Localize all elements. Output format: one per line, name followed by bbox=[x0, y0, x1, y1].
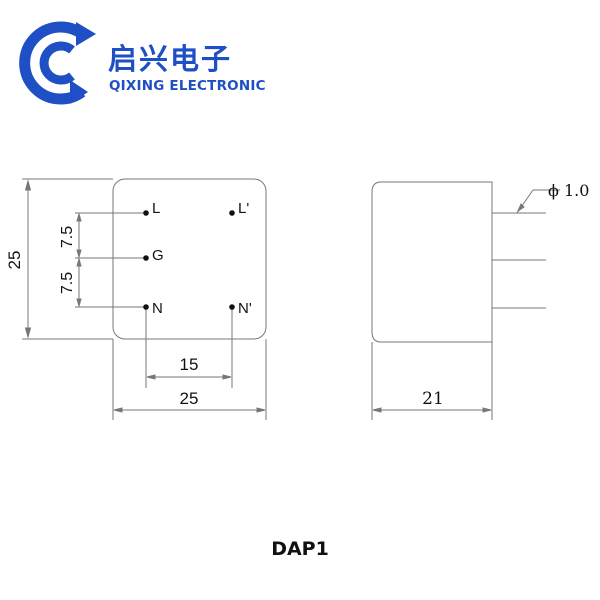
dim-depth: 21 bbox=[422, 389, 444, 409]
pin-label-g: G bbox=[152, 247, 164, 264]
brand-name-en: QIXING ELECTRONIC bbox=[109, 78, 266, 94]
pin-g bbox=[143, 255, 149, 261]
qixing-logo-icon bbox=[19, 21, 96, 105]
pin-l-prime bbox=[229, 210, 235, 216]
pin-label-l: L bbox=[152, 200, 160, 217]
pin-label-n: N bbox=[152, 300, 163, 317]
pin-n-prime bbox=[229, 304, 235, 310]
dim-pin-spacing: 15 bbox=[180, 355, 199, 374]
dim-width: 25 bbox=[180, 389, 199, 408]
front-view bbox=[22, 178, 267, 420]
pin-label-n-prime: N' bbox=[238, 300, 252, 317]
dim-pitch-top: 7.5 bbox=[59, 226, 76, 248]
pin-l bbox=[143, 210, 149, 216]
dim-pin-diameter: ϕ 1.0 bbox=[548, 181, 589, 200]
side-view bbox=[371, 181, 560, 420]
brand-logo: 启兴电子 QIXING ELECTRONIC bbox=[12, 18, 272, 108]
dim-pitch-bottom: 7.5 bbox=[59, 272, 76, 294]
side-body-outline bbox=[371, 181, 493, 343]
pin-label-l-prime: L' bbox=[238, 200, 249, 217]
dim-height: 25 bbox=[5, 251, 24, 270]
front-body-outline bbox=[112, 178, 267, 340]
pin-n bbox=[143, 304, 149, 310]
brand-name-cn: 启兴电子 bbox=[108, 42, 233, 76]
model-caption: DAP1 bbox=[271, 538, 329, 560]
